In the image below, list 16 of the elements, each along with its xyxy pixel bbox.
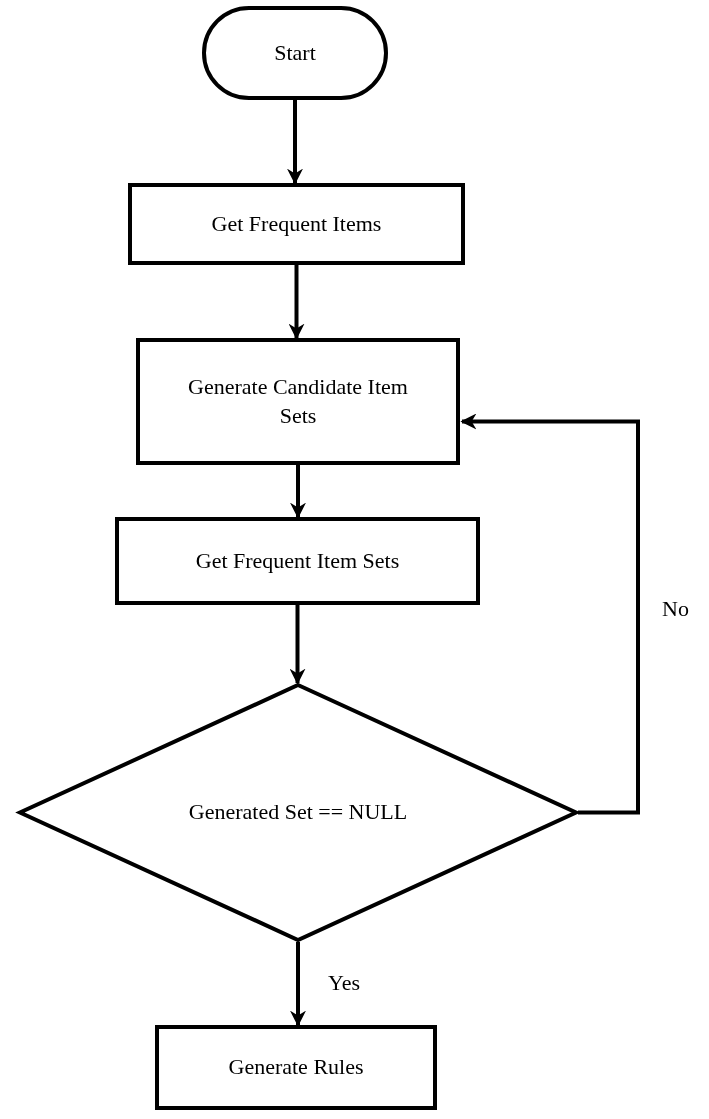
process-box xyxy=(128,183,465,265)
node-text: Generate Rules xyxy=(228,1053,364,1082)
arrow xyxy=(289,605,306,685)
node-text: Start xyxy=(274,38,316,67)
node-text: Generated Set == NULL xyxy=(188,798,408,827)
node-text: Get Frequent Item Sets xyxy=(195,546,400,575)
process-box xyxy=(115,517,480,605)
node-text: Get Frequent Items xyxy=(211,209,382,238)
arrow xyxy=(290,942,306,1027)
node-text: Generate Candidate Item Sets xyxy=(187,372,409,430)
arrow xyxy=(287,100,303,185)
process-box xyxy=(136,338,460,465)
arrow xyxy=(288,265,305,340)
arrow xyxy=(290,465,306,519)
arrow xyxy=(460,413,640,815)
process-box xyxy=(155,1025,437,1110)
